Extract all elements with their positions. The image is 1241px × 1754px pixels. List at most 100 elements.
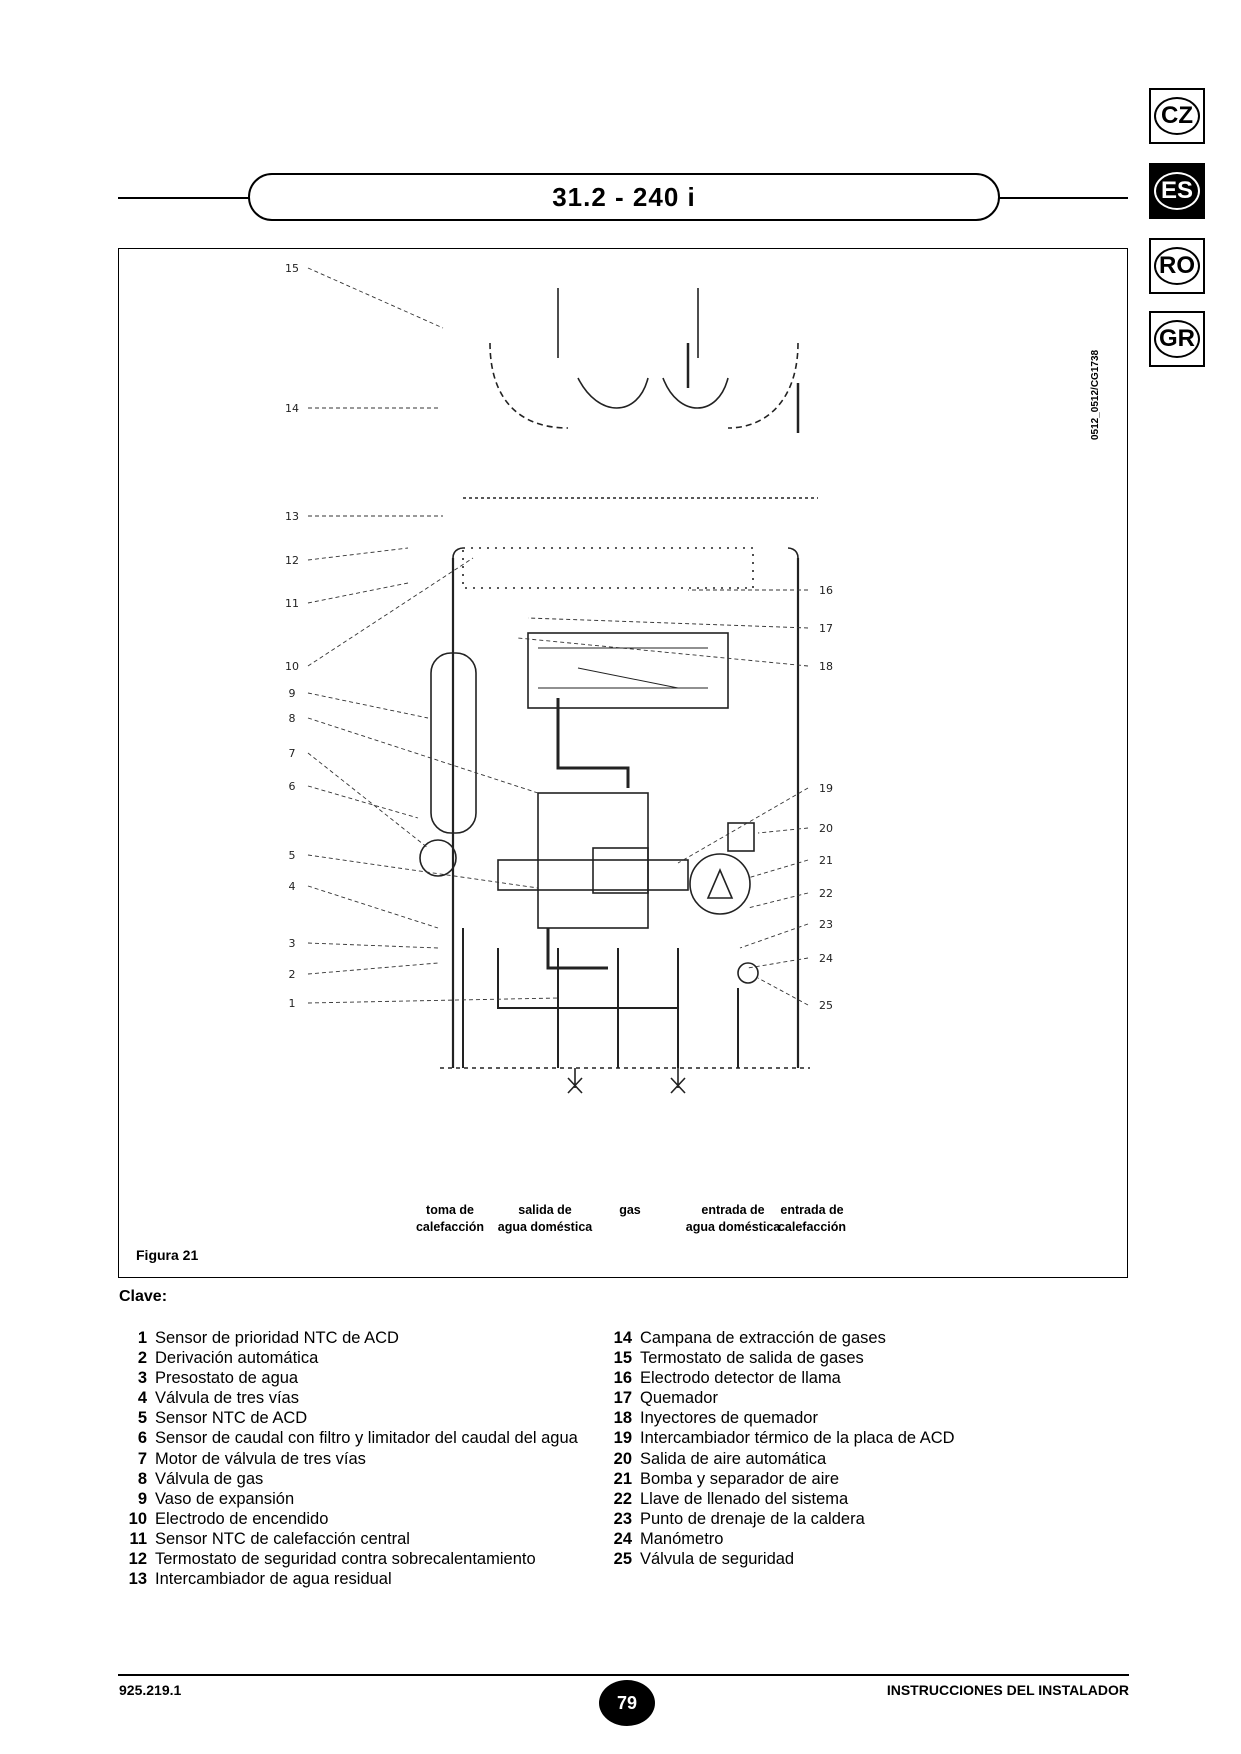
footer-rule: [118, 1674, 1129, 1676]
legend-item-number: 14: [613, 1329, 632, 1347]
connection-line: gas: [619, 1203, 641, 1217]
callout-number: 16: [819, 584, 833, 597]
legend-item-number: 2: [137, 1349, 147, 1368]
callout-number: 25: [819, 999, 833, 1012]
legend-item-number: 4: [137, 1389, 147, 1408]
legend-item-number: 5: [137, 1409, 147, 1428]
lang-tab-es[interactable]: ES: [1149, 163, 1205, 219]
footer-section: INSTRUCCIONES DEL INSTALADOR: [886, 1682, 1129, 1698]
connection-line: toma de: [426, 1203, 474, 1217]
manometer: [737, 962, 759, 984]
air-vent: [727, 822, 755, 852]
legend-item-number: 9: [137, 1489, 147, 1508]
lang-tab-gr[interactable]: GR: [1149, 311, 1205, 367]
connection-line: salida de: [518, 1203, 572, 1217]
callout-number: 21: [819, 854, 833, 867]
callout-number: 7: [289, 747, 296, 760]
expansion-vessel: [430, 652, 477, 834]
callout-leaders: [307, 267, 809, 1006]
callout-number: 22: [819, 887, 833, 900]
legend-item-text: Derivación automática: [155, 1349, 319, 1368]
legend-item-number: 1: [137, 1329, 147, 1347]
legend-item: 2 Derivación automática: [119, 1348, 578, 1368]
main-pipes: [451, 558, 800, 1068]
legend-item: 25 Válvula de seguridad: [604, 1549, 955, 1569]
callout-number: 20: [819, 822, 833, 835]
callout-number: 10: [285, 660, 299, 673]
callout-number: 18: [819, 660, 833, 673]
title-rule-left: [118, 197, 250, 199]
legend-item-number: 24: [613, 1529, 632, 1548]
legend-item-text: Electrodo de encendido: [155, 1509, 329, 1528]
legend-item-number: 18: [613, 1409, 632, 1428]
legend-item-number: 3: [137, 1369, 147, 1388]
legend-item-number: 11: [129, 1529, 147, 1548]
legend-item: 5 Sensor NTC de ACD: [119, 1408, 578, 1428]
legend-title: Clave:: [119, 1288, 168, 1305]
boiler-schematic: 1514131211109876543211617181920212223242…: [285, 262, 833, 1094]
lang-tab-cz[interactable]: CZ: [1149, 88, 1205, 144]
legend-item-text: Válvula de seguridad: [640, 1550, 795, 1569]
connection-label-heating-outlet: toma de calefacción: [410, 1202, 490, 1236]
lang-tab-label: RO: [1154, 247, 1200, 285]
callout-number: 14: [285, 402, 299, 415]
legend-item-number: 20: [613, 1449, 632, 1468]
connection-line: entrada de: [701, 1203, 765, 1217]
valve-motor: [419, 839, 457, 877]
callout-number: 3: [289, 937, 296, 950]
legend-item-text: Presostato de agua: [155, 1369, 299, 1388]
legend-item-text: Campana de extracción de gases: [640, 1329, 886, 1347]
callout-number: 24: [819, 952, 833, 965]
legend-item: 23 Punto de drenaje de la caldera: [604, 1509, 955, 1529]
gas-valve-coil: [592, 847, 649, 894]
legend-item: 1 Sensor de prioridad NTC de ACD: [119, 1328, 578, 1348]
connection-line: entrada de: [780, 1203, 844, 1217]
schematic-structure: [419, 288, 818, 1094]
legend-item-number: 10: [128, 1509, 147, 1528]
legend-item-text: Válvula de tres vías: [155, 1389, 299, 1408]
callout-number: 23: [819, 918, 833, 931]
lang-tab-ro[interactable]: RO: [1149, 238, 1205, 294]
legend-item-text: Electrodo detector de llama: [640, 1369, 841, 1388]
callout-number: 2: [289, 968, 296, 981]
legend-item-text: Sensor de prioridad NTC de ACD: [155, 1329, 399, 1347]
legend-item-number: 15: [613, 1349, 632, 1368]
legend-item-number: 23: [613, 1509, 632, 1528]
legend-left-column: 1 Sensor de prioridad NTC de ACD 2 Derivaci…: [119, 1328, 578, 1589]
callout-number: 6: [289, 780, 296, 793]
lang-tab-label: GR: [1154, 320, 1200, 358]
connection-label-dhw-inlet: entrada de agua doméstica: [677, 1202, 789, 1236]
legend-item: 10 Electrodo de encendido: [119, 1509, 578, 1529]
flue-hood-left: [489, 342, 569, 429]
legend-item-text: Sensor NTC de ACD: [155, 1409, 308, 1428]
legend-item: 14 Campana de extracción de gases: [604, 1328, 955, 1348]
callout-number: 8: [289, 712, 296, 725]
plate-exchanger: [497, 859, 689, 891]
legend-item-text: Inyectores de quemador: [640, 1409, 818, 1428]
callout-number: 15: [285, 262, 299, 275]
connection-line: calefacción: [777, 1220, 847, 1234]
figure-caption: Figura 21: [136, 1247, 199, 1263]
heat-exchanger: [462, 547, 754, 589]
callout-numbers: 1514131211109876543211617181920212223242…: [285, 262, 833, 1012]
doc-number: 925.219.1: [119, 1682, 182, 1698]
legend-item-text: Punto de drenaje de la caldera: [640, 1509, 865, 1528]
lang-tab-label: ES: [1154, 172, 1200, 210]
legend-item-number: 25: [613, 1550, 632, 1569]
legend-item: 18 Inyectores de quemador: [604, 1408, 955, 1428]
connection-label-heating-inlet: entrada de calefacción: [772, 1202, 852, 1236]
callout-number: 5: [289, 849, 296, 862]
pump: [689, 853, 751, 915]
legend-item-text: Llave de llenado del sistema: [640, 1489, 849, 1508]
connection-label-gas: gas: [605, 1202, 655, 1219]
